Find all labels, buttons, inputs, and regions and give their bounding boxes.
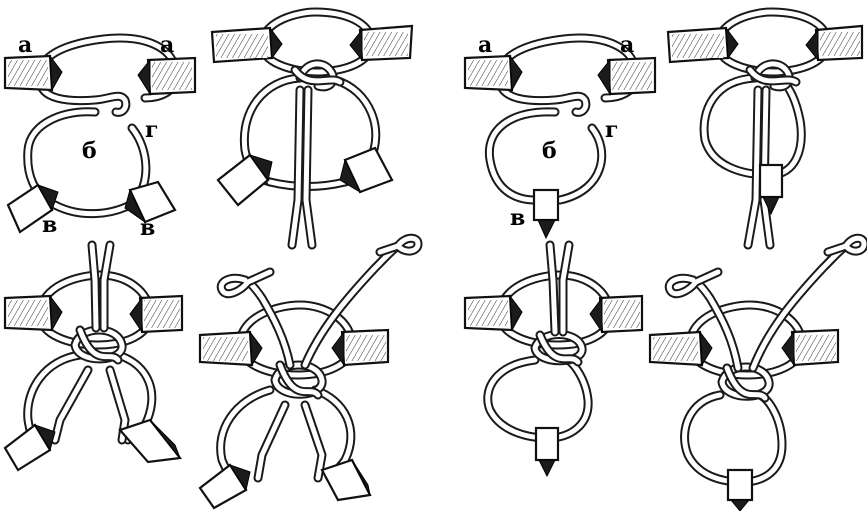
label-a-left-3: а bbox=[478, 32, 492, 58]
label-b: б bbox=[82, 138, 97, 164]
panel-top-3: а а б г в bbox=[465, 32, 655, 238]
label-g-3: г bbox=[605, 117, 618, 143]
label-b-3: б bbox=[542, 138, 557, 164]
label-a-left: а bbox=[18, 32, 32, 58]
panel-bottom-1 bbox=[5, 245, 182, 470]
label-v-left: в bbox=[42, 212, 57, 238]
label-v-right: в bbox=[140, 215, 155, 241]
panel-bottom-3 bbox=[465, 245, 642, 476]
panel-top-1: а а б г в в bbox=[5, 32, 195, 241]
panel-bottom-2 bbox=[200, 238, 418, 508]
label-v-3: в bbox=[510, 205, 525, 231]
label-g: г bbox=[145, 117, 158, 143]
panel-top-4 bbox=[668, 12, 862, 245]
panel-top-2 bbox=[212, 12, 412, 245]
panel-bottom-4 bbox=[650, 238, 864, 511]
label-a-right: а bbox=[160, 32, 174, 58]
label-a-right-3: а bbox=[620, 32, 634, 58]
